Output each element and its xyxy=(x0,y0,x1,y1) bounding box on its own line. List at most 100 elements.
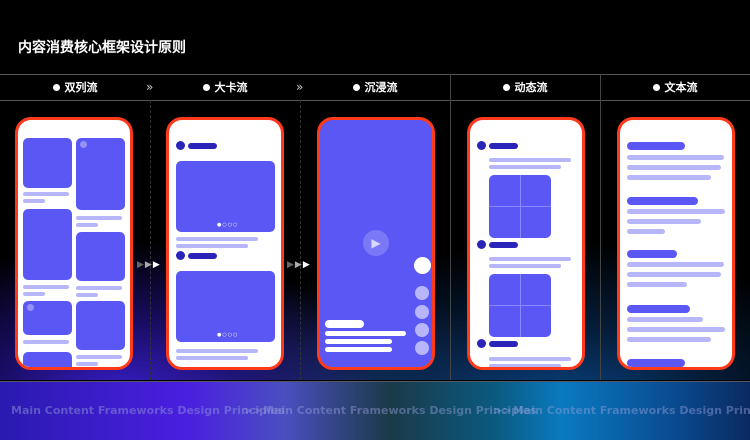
tile xyxy=(76,232,125,281)
play-icon xyxy=(80,141,87,148)
avatar xyxy=(477,240,486,249)
divider xyxy=(150,100,151,380)
tile xyxy=(76,301,125,350)
text-line xyxy=(176,356,248,360)
text-line xyxy=(76,355,122,359)
text-line xyxy=(627,262,724,267)
phone-immersive: ▶ xyxy=(317,117,435,370)
caption-title xyxy=(325,320,364,328)
tile xyxy=(23,138,72,188)
avatar xyxy=(477,141,486,150)
divider xyxy=(450,74,451,380)
phone-big-card: ●○○○ ●○○○ xyxy=(166,117,284,370)
footer-text: Main Content Frameworks Design Principle… xyxy=(11,404,285,417)
phone-double-column xyxy=(15,117,133,370)
text-line xyxy=(23,199,45,203)
flow-arrows-icon: ▶▶▶ xyxy=(137,260,161,270)
text-line xyxy=(76,286,122,290)
tile xyxy=(23,209,72,280)
caption-line xyxy=(325,339,392,344)
divider xyxy=(600,74,601,380)
image-grid xyxy=(489,175,551,238)
text-line xyxy=(76,362,98,366)
label: 文本流 xyxy=(664,81,698,94)
bullet-icon xyxy=(202,84,210,91)
name-bar xyxy=(188,253,217,259)
caption-line xyxy=(325,331,406,336)
name-bar xyxy=(489,143,518,149)
column-header-bigcard: 大卡流 xyxy=(150,75,300,100)
phone-text xyxy=(617,117,735,370)
chevron-icon: » xyxy=(146,80,154,94)
column-header-row: 双列流 » 大卡流 » 沉浸流 动态流 文本流 xyxy=(0,74,750,101)
avatar xyxy=(176,141,185,150)
avatar xyxy=(477,339,486,348)
image-card: ●○○○ xyxy=(176,161,275,232)
text-line xyxy=(489,158,571,162)
play-icon: ▶ xyxy=(363,230,389,256)
tile xyxy=(23,301,72,335)
footer-separator: >> xyxy=(493,404,512,417)
bullet-icon xyxy=(652,84,660,91)
text-line xyxy=(176,244,248,248)
tile xyxy=(76,138,125,210)
text-line xyxy=(627,165,721,170)
text-line xyxy=(489,264,561,268)
text-line xyxy=(23,192,69,196)
label: 大卡流 xyxy=(214,81,248,94)
action-like-icon xyxy=(414,257,431,274)
text-line xyxy=(627,272,721,277)
name-bar xyxy=(188,369,217,370)
caption-line xyxy=(325,347,392,352)
footer-banner: Main Content Frameworks Design Principle… xyxy=(0,381,750,440)
text-line xyxy=(23,285,69,289)
phone-feed xyxy=(467,117,585,370)
bullet-icon xyxy=(52,84,60,91)
pager-dots-icon: ●○○○ xyxy=(217,332,239,338)
headline-bar xyxy=(627,142,685,150)
avatar xyxy=(176,367,185,370)
text-line xyxy=(627,337,711,342)
column-header-feed: 动态流 xyxy=(450,75,600,100)
text-line xyxy=(627,219,701,224)
footer-text: Main Content Frameworks Design Principle… xyxy=(513,404,750,417)
text-line xyxy=(76,293,98,297)
text-line xyxy=(489,165,561,169)
bullet-icon xyxy=(352,84,360,91)
chevron-icon: » xyxy=(296,80,304,94)
pager-dots-icon: ●○○○ xyxy=(217,222,239,228)
footer-text: Main Content Frameworks Design Principle… xyxy=(263,404,537,417)
text-line xyxy=(627,317,703,322)
column-header-immersive: 沉浸流 xyxy=(300,75,450,100)
text-line xyxy=(489,364,561,367)
text-line xyxy=(489,257,571,261)
text-line xyxy=(627,155,724,160)
label: 双列流 xyxy=(64,81,98,94)
label: 动态流 xyxy=(514,81,548,94)
name-bar xyxy=(489,242,518,248)
name-bar xyxy=(489,341,518,347)
label: 沉浸流 xyxy=(364,81,398,94)
divider xyxy=(300,100,301,380)
action-icon xyxy=(415,341,429,355)
headline-bar xyxy=(627,359,685,367)
text-line xyxy=(23,292,45,296)
footer-separator: >> xyxy=(243,404,262,417)
page-title: 内容消费核心框架设计原则 xyxy=(18,40,186,56)
text-line xyxy=(627,229,665,234)
image-grid xyxy=(489,274,551,337)
tile xyxy=(23,352,72,367)
text-line xyxy=(23,340,69,344)
column-header-double: 双列流 xyxy=(0,75,150,100)
name-bar xyxy=(188,143,217,149)
text-line xyxy=(489,357,571,361)
text-line xyxy=(627,175,711,180)
play-icon xyxy=(27,304,34,311)
text-line xyxy=(76,216,122,220)
text-line xyxy=(627,209,725,214)
text-line xyxy=(176,237,258,241)
text-line xyxy=(627,327,725,332)
action-icon xyxy=(415,286,429,300)
action-icon xyxy=(415,323,429,337)
headline-bar xyxy=(627,250,677,258)
